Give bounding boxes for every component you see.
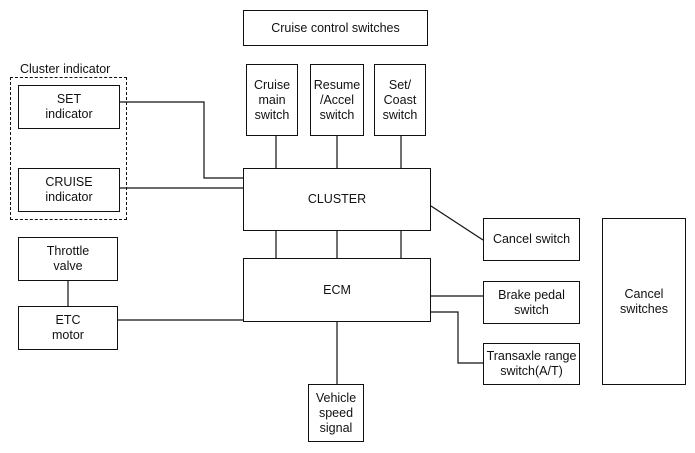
cruise-main-switch-box: Cruise main switch [246, 64, 298, 136]
set-indicator-box: SET indicator [18, 85, 120, 129]
set-coast-switch-box: Set/ Coast switch [374, 64, 426, 136]
line-cluster-to-cancel-switch [430, 205, 484, 241]
cruise-control-switches-box: Cruise control switches [243, 10, 428, 46]
cancel-switches-box: Cancel switches [602, 218, 686, 385]
brake-pedal-switch-box: Brake pedal switch [483, 281, 580, 324]
line-ecm-to-transaxle [431, 311, 483, 364]
line-set-indicator-to-cluster [120, 101, 243, 179]
transaxle-range-switch-box: Transaxle range switch(A/T) [483, 343, 580, 385]
resume-accel-switch-box: Resume /Accel switch [310, 64, 364, 136]
throttle-valve-box: Throttle valve [18, 237, 118, 281]
cluster-indicator-group [10, 77, 127, 220]
cluster-box: CLUSTER [243, 168, 431, 231]
cluster-indicator-title: Cluster indicator [20, 62, 111, 76]
etc-motor-box: ETC motor [18, 306, 118, 350]
vehicle-speed-signal-box: Vehicle speed signal [308, 384, 364, 442]
cruise-indicator-box: CRUISE indicator [18, 168, 120, 212]
ecm-box: ECM [243, 258, 431, 322]
cancel-switch-box: Cancel switch [483, 218, 580, 261]
